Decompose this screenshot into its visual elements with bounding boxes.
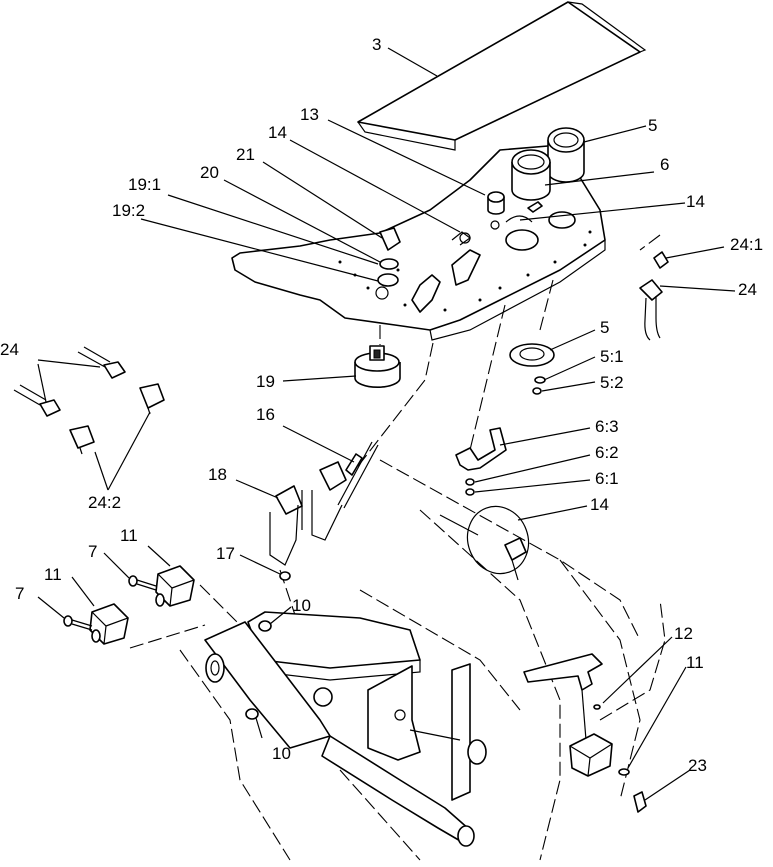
- callout-5-2: 5:2: [600, 373, 624, 392]
- callout-24-2: 24:2: [88, 493, 121, 512]
- part-24-harness-left: [13, 346, 126, 417]
- callout-19-1: 19:1: [128, 175, 161, 194]
- callout-14: 14: [268, 123, 287, 142]
- callout-7: 7: [88, 542, 97, 561]
- callout-12: 12: [674, 624, 693, 643]
- part-11-switch-lower: [89, 603, 129, 645]
- callout-11: 11: [44, 565, 62, 584]
- part-16-cable: [337, 441, 379, 509]
- callout-13: 13: [300, 105, 319, 124]
- guide-line-4: [469, 304, 506, 451]
- part-5-gauge-top: [547, 127, 585, 183]
- callout-7: 7: [15, 584, 24, 603]
- part-6-3-bracket: [455, 427, 507, 471]
- part-5-2-nut: [532, 387, 542, 395]
- part-7-screw-upper: [128, 575, 157, 591]
- guide-line-8: [379, 459, 641, 641]
- part-12-bracket: [523, 653, 603, 741]
- part-20-nut: [379, 258, 399, 270]
- guide-line-3: [539, 279, 554, 331]
- part-23-screw: [633, 791, 647, 813]
- part-11-switch-right: [569, 733, 613, 777]
- part-11-washer-right: [618, 768, 630, 776]
- callout-20: 20: [200, 163, 219, 182]
- part-14-strap-lower: [439, 505, 530, 581]
- callout-24-1: 24:1: [730, 235, 763, 254]
- callout-5-1: 5:1: [600, 347, 624, 366]
- callout-3: 3: [372, 35, 381, 54]
- guide-line-9: [359, 589, 521, 711]
- part-5-1-washer: [534, 376, 546, 384]
- callout-6-3: 6:3: [595, 417, 619, 436]
- part-5-gauge-lower: [509, 343, 555, 367]
- callout-6: 6: [660, 155, 669, 174]
- callout-5: 5: [600, 318, 609, 337]
- part-19-key-switch: [354, 345, 401, 389]
- callout-24: 24: [738, 280, 757, 299]
- part-24-1-connector: [653, 251, 669, 269]
- part-10-nut-lower: [245, 708, 259, 720]
- callout-19-2: 19:2: [112, 201, 145, 220]
- part-17-nut: [279, 571, 291, 581]
- callout-5: 5: [648, 116, 657, 135]
- part-18-switch-assembly: [269, 461, 347, 631]
- part-6-1-nut: [465, 488, 475, 496]
- part-7-screw-lower: [63, 615, 93, 631]
- part-10-nut-upper: [258, 620, 272, 632]
- callout-18: 18: [208, 465, 227, 484]
- part-24-2-plugs: [69, 383, 165, 455]
- callout-labels: 3 13 14 21 20 19:1 19:2 5 6 14 24:1 24 2…: [0, 35, 763, 775]
- callout-14: 14: [590, 495, 609, 514]
- callout-11: 11: [686, 653, 704, 672]
- part-21-cover: [379, 227, 401, 251]
- callout-6-1: 6:1: [595, 469, 619, 488]
- part-24-harness-right: [639, 279, 663, 341]
- callout-21: 21: [236, 145, 255, 164]
- guide-line-2: [354, 342, 434, 471]
- part-3-cover-pad: [357, 1, 647, 151]
- callout-14: 14: [686, 192, 705, 211]
- callout-19: 19: [256, 372, 275, 391]
- guide-line-5: [639, 234, 661, 251]
- part-6-2-washer: [465, 478, 475, 486]
- callout-11: 11: [120, 526, 138, 545]
- part-19-2-washer: [377, 273, 399, 287]
- callout-24: 24: [0, 340, 19, 359]
- callout-10: 10: [292, 596, 311, 615]
- guide-line-7: [129, 624, 206, 649]
- callout-10: 10: [272, 744, 291, 763]
- part-14-strap-top: [451, 215, 533, 246]
- callout-16: 16: [256, 405, 275, 424]
- part-11-switch-upper: [155, 565, 195, 607]
- callout-23: 23: [688, 756, 707, 775]
- frame-chassis: [179, 509, 641, 861]
- part-6-hour-meter: [511, 149, 551, 201]
- part-12-spacer: [593, 704, 601, 710]
- guide-line-10: [599, 599, 666, 721]
- leader-lines: [37, 47, 736, 801]
- callout-17: 17: [216, 544, 235, 563]
- callout-6-2: 6:2: [595, 443, 619, 462]
- part-13-cap: [487, 191, 505, 215]
